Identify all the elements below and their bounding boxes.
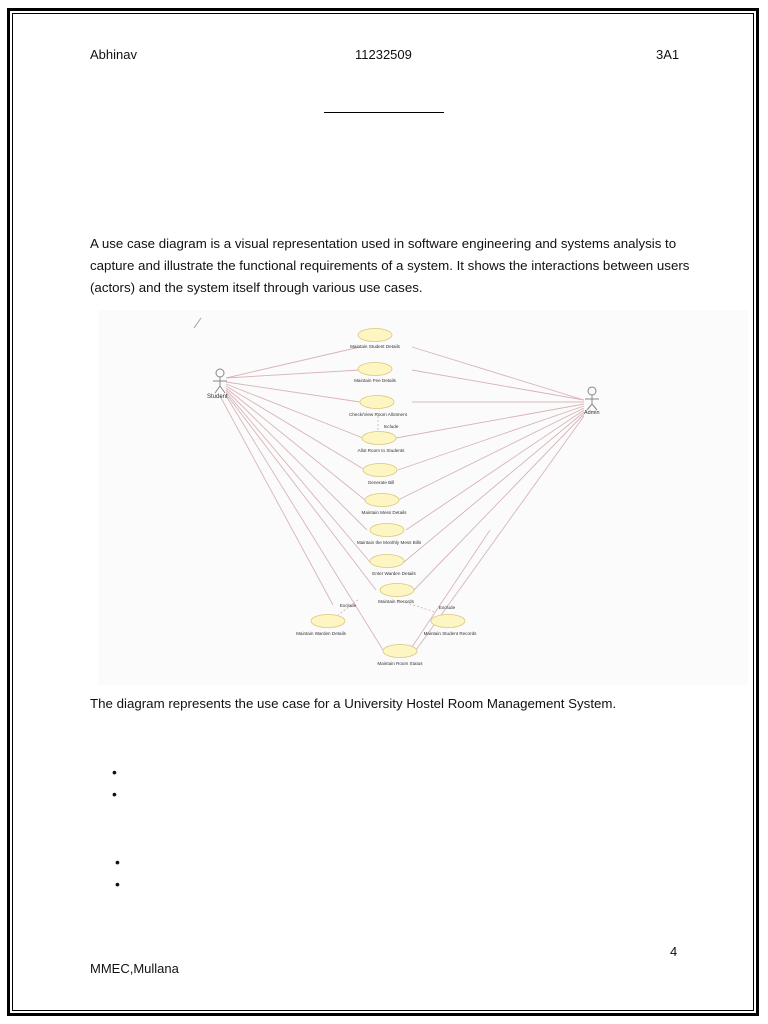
diagram-caption: The diagram represents the use case for … bbox=[90, 696, 617, 711]
use-case-ellipses bbox=[310, 328, 466, 658]
use-case-generate-bill: Generate Bill bbox=[368, 480, 395, 485]
use-case-maintain-records: Maintain Records bbox=[378, 599, 414, 604]
exclude-label-right: Exclude bbox=[439, 605, 456, 610]
use-case-check-view-room-allotment: Check/View Room Allotment bbox=[349, 412, 408, 417]
use-case-allot-room: Allot Room to Students bbox=[358, 448, 406, 453]
use-case-labels: Maintain Student Details Maintain Fee De… bbox=[296, 344, 477, 666]
page-number: 4 bbox=[670, 944, 678, 959]
stray-mark bbox=[193, 317, 202, 329]
use-case-diagram: Student Admin Maintain Student De bbox=[98, 310, 748, 685]
page-border-outer bbox=[7, 8, 759, 1016]
intro-paragraph: A use case diagram is a visual represent… bbox=[90, 236, 690, 295]
use-case-monthly-mess-bills: Maintain the Monthly Mess Bills bbox=[357, 540, 422, 545]
admin-actor-figure bbox=[585, 386, 599, 411]
use-case-maintain-room-status: Maintain Room Status bbox=[377, 661, 423, 666]
use-case-maintain-student-records: Maintain Student Records bbox=[424, 631, 478, 636]
use-case-maintain-fee-details: Maintain Fee Details bbox=[354, 378, 397, 383]
admin-actor-label: Admin bbox=[584, 410, 600, 416]
bullet-item: • bbox=[115, 854, 120, 870]
use-case-maintain-student-details: Maintain Student Details bbox=[350, 344, 400, 349]
bullet-item: • bbox=[115, 876, 120, 892]
use-case-enter-warden-details: Enter Warden Details bbox=[372, 571, 416, 576]
bullet-item: • bbox=[112, 764, 117, 780]
header-section: 3A1 bbox=[656, 47, 680, 62]
student-actor-label: Student bbox=[207, 394, 228, 400]
student-actor-figure bbox=[213, 368, 227, 394]
footer-institution: MMEC,Mullana bbox=[90, 961, 179, 976]
exclude-label-left: Exclude bbox=[340, 603, 357, 608]
header-roll-number: 11232509 bbox=[355, 47, 412, 62]
use-case-diagram-svg: Student Admin Maintain Student De bbox=[193, 317, 600, 666]
bullet-item: • bbox=[112, 786, 117, 802]
use-case-maintain-mess-details: Maintain Mess Details bbox=[362, 510, 408, 515]
use-case-maintain-warden-details: Maintain Warden Details bbox=[296, 631, 347, 636]
title-underline bbox=[324, 112, 444, 113]
header-name: Abhinav bbox=[90, 47, 137, 62]
include-label: Include bbox=[384, 424, 399, 429]
association-lines bbox=[219, 346, 585, 651]
page-border-inner bbox=[12, 13, 754, 1011]
